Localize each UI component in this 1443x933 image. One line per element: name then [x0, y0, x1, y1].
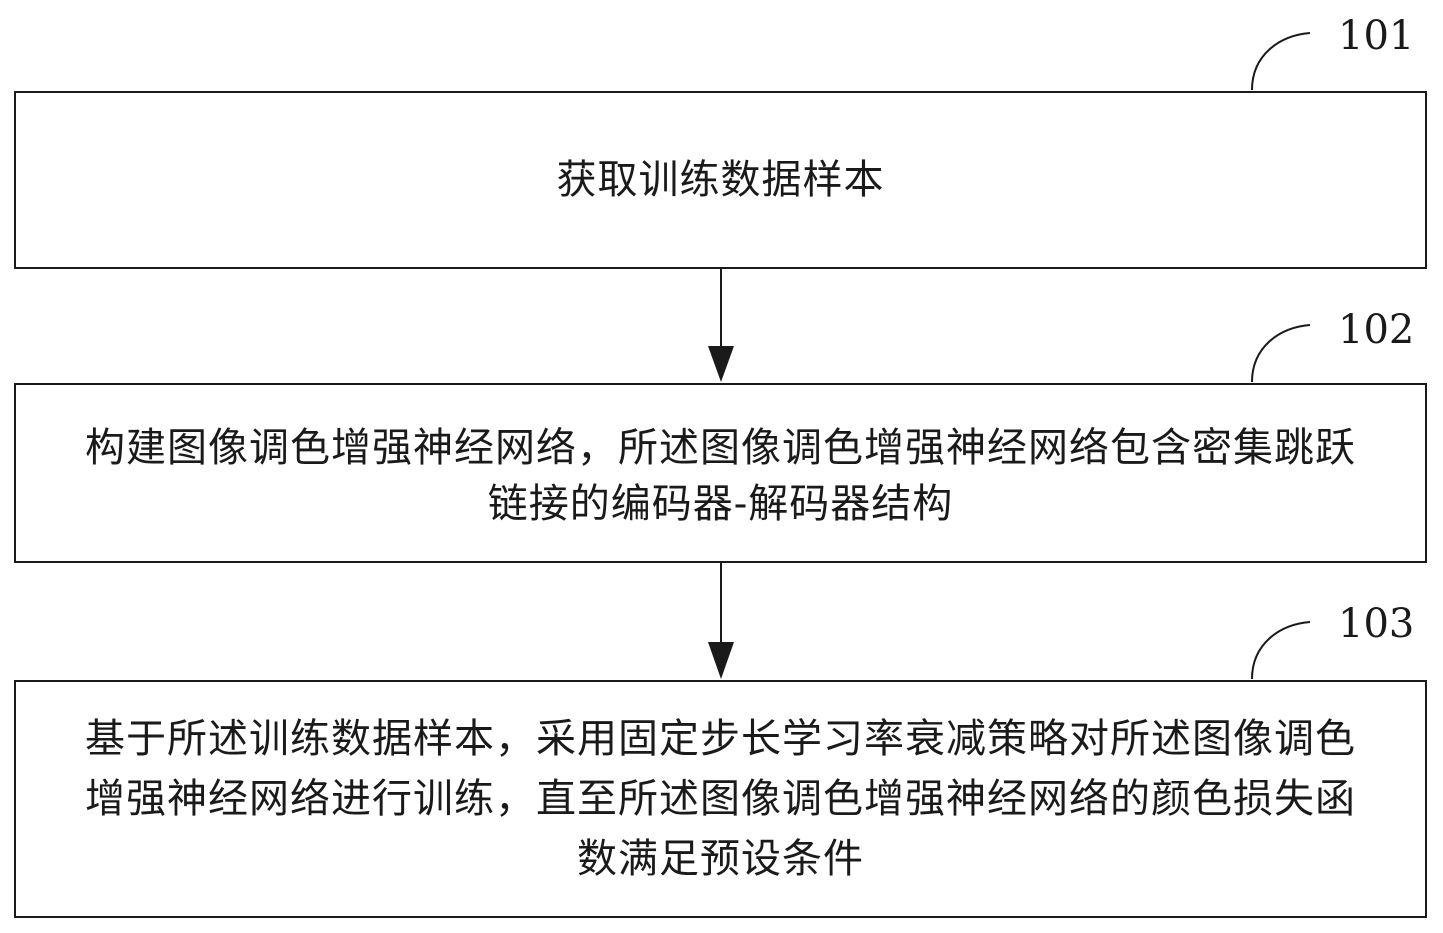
leader-line-101: [1251, 32, 1311, 91]
step-box-102: 构建图像调色增强神经网络，所述图像调色增强神经网络包含密集跳跃链接的编码器-解码…: [14, 383, 1427, 563]
step-box-101: 获取训练数据样本: [14, 91, 1427, 269]
step-box-103: 基于所述训练数据样本，采用固定步长学习率衰减策略对所述图像调色增强神经网络进行训…: [14, 680, 1427, 918]
arrow-102-to-103-head: [708, 642, 734, 679]
arrow-101-to-102-head: [708, 346, 734, 382]
step-text-101: 获取训练数据样本: [556, 157, 885, 203]
step-number-103: 103: [1338, 601, 1415, 647]
leader-line-103: [1251, 621, 1311, 680]
step-number-102: 102: [1338, 307, 1415, 353]
step-number-101: 101: [1338, 13, 1415, 59]
leader-line-102: [1251, 324, 1311, 383]
step-text-103: 基于所述训练数据样本，采用固定步长学习率衰减策略对所述图像调色增强神经网络进行训…: [85, 716, 1356, 882]
step-text-102: 构建图像调色增强神经网络，所述图像调色增强神经网络包含密集跳跃链接的编码器-解码…: [85, 425, 1356, 527]
